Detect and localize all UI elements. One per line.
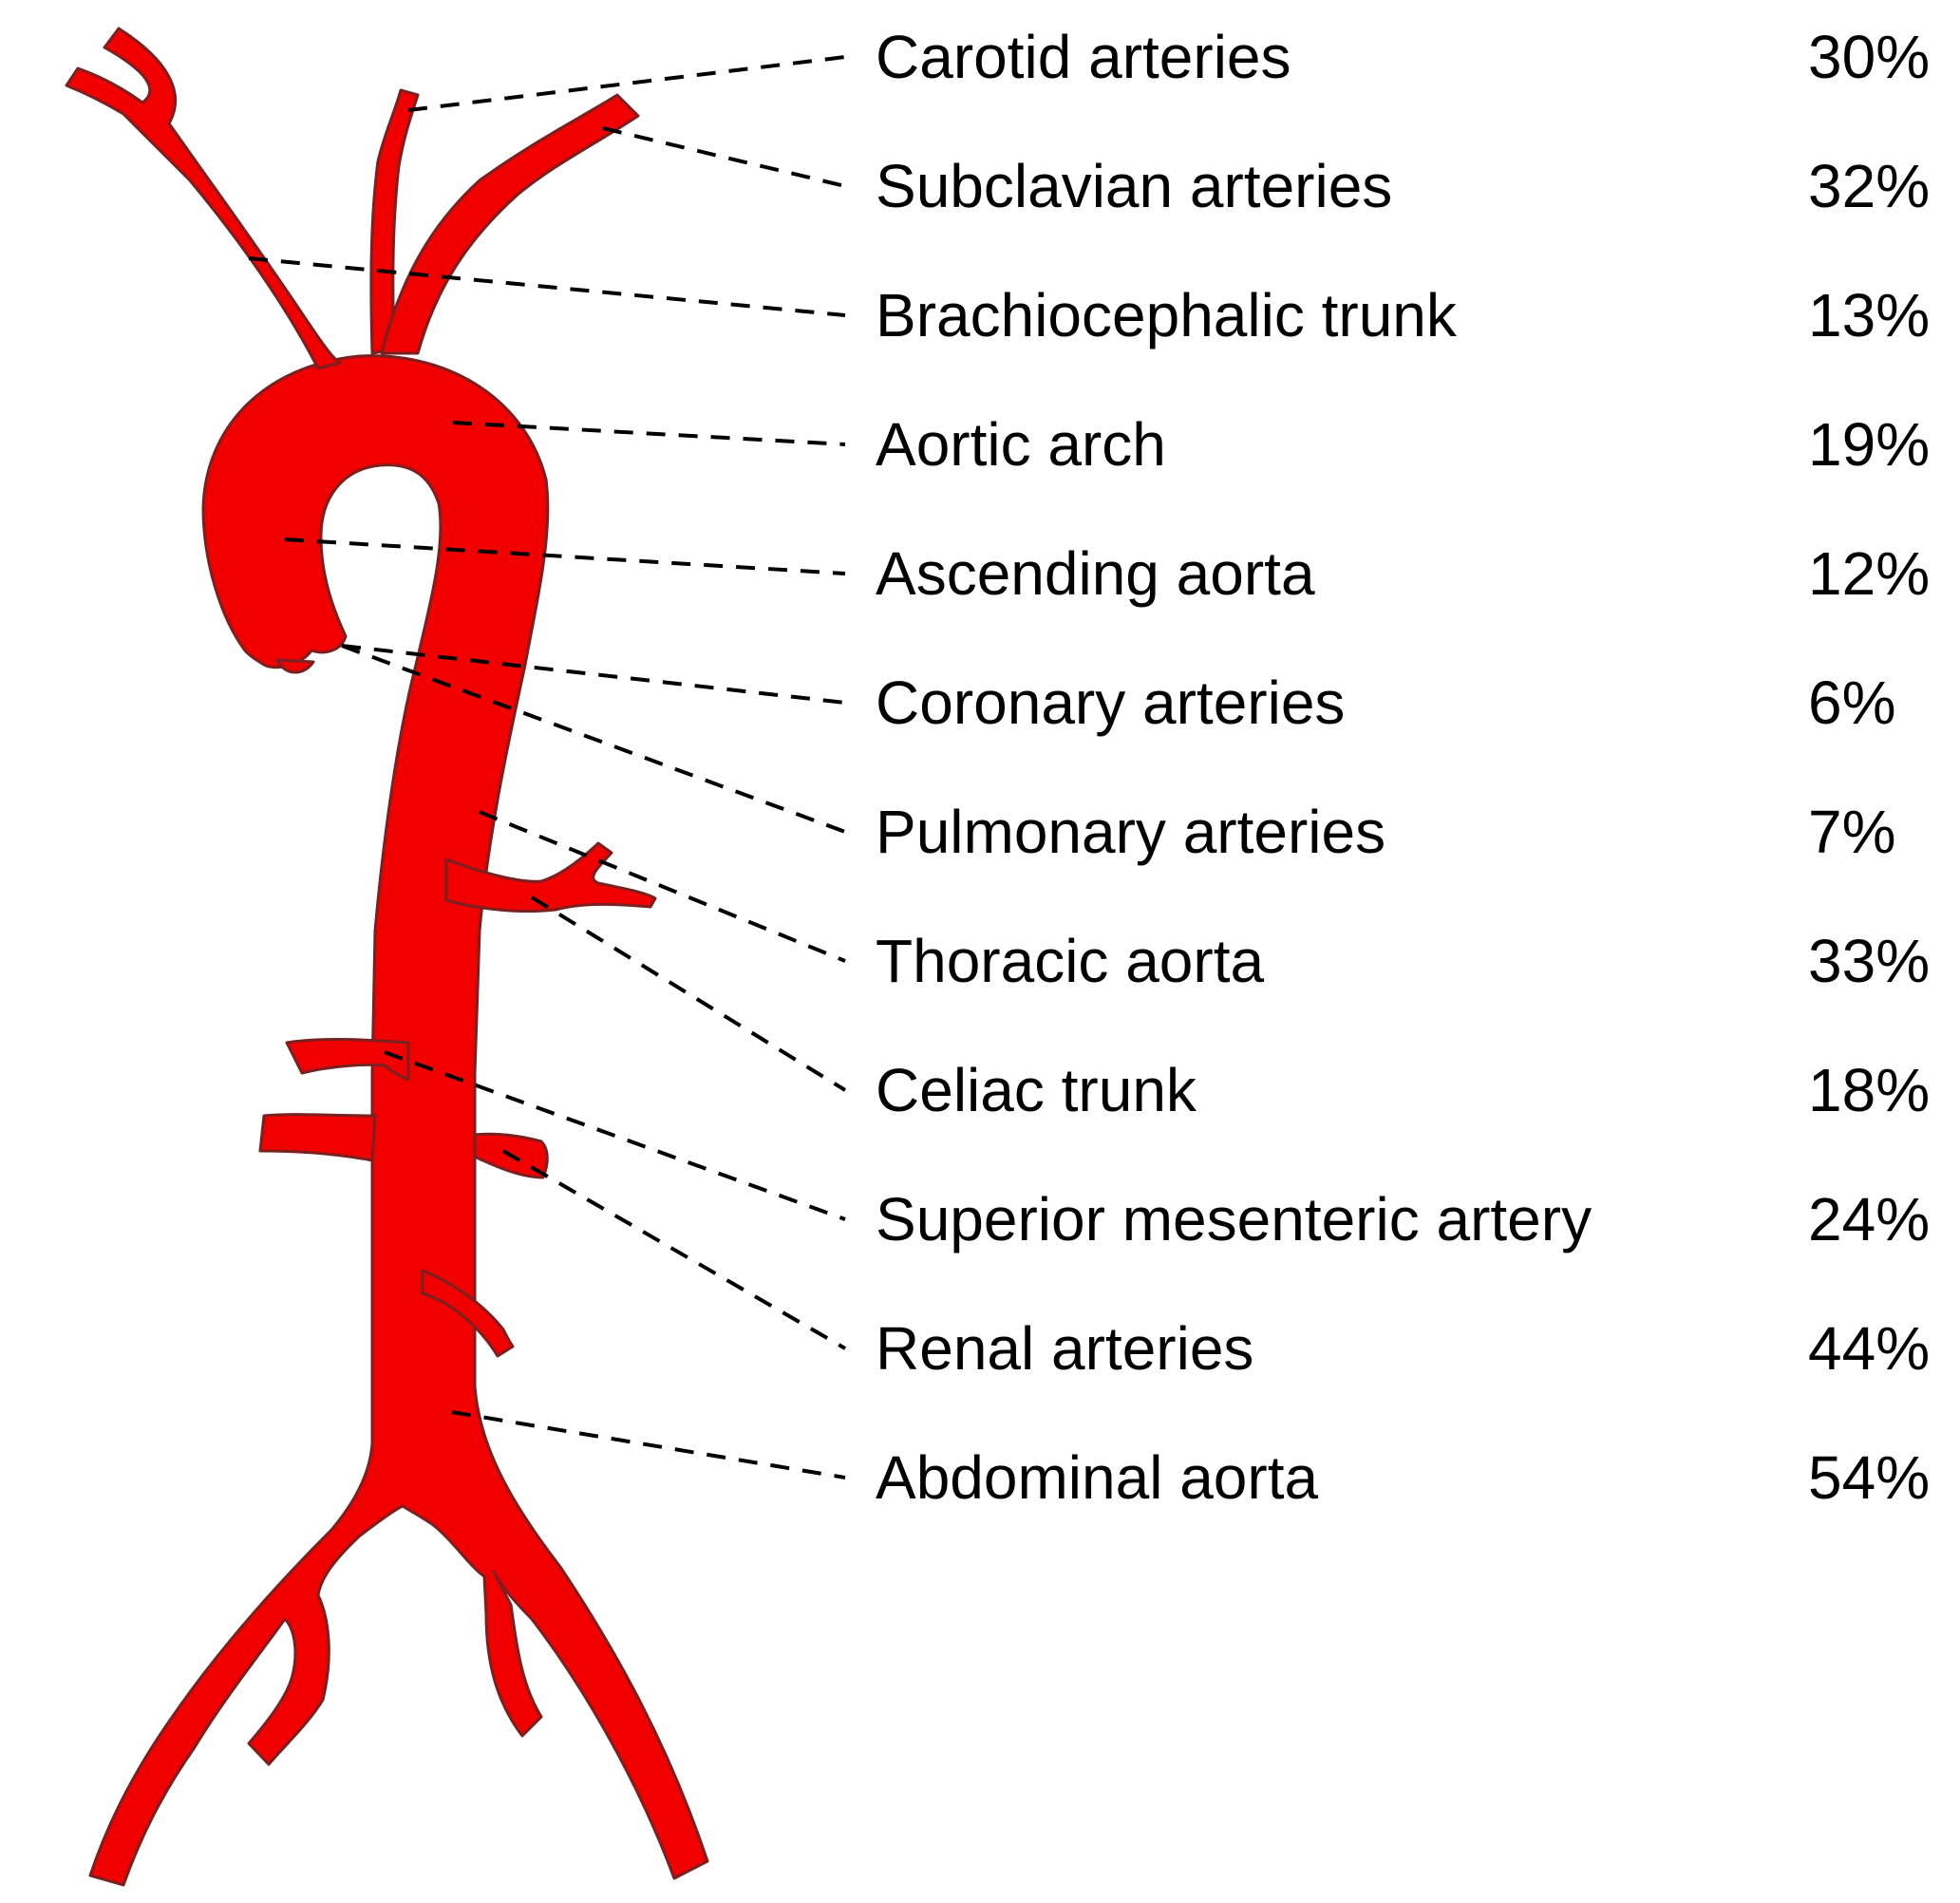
leader-line bbox=[384, 1050, 846, 1221]
region-percent: 33% bbox=[1808, 927, 1931, 995]
region-percent: 19% bbox=[1808, 410, 1931, 479]
region-percent: 54% bbox=[1808, 1443, 1931, 1512]
region-percent: 24% bbox=[1808, 1185, 1931, 1253]
region-name: Brachiocephalic trunk bbox=[876, 281, 1457, 349]
region-row: Pulmonary arteries 7% bbox=[0, 775, 1960, 889]
leader-line bbox=[451, 1410, 846, 1479]
region-row: Abdominal aorta 54% bbox=[0, 1421, 1960, 1535]
leader-line bbox=[479, 810, 846, 963]
region-percent: 6% bbox=[1808, 669, 1896, 737]
region-name: Celiac trunk bbox=[876, 1056, 1197, 1124]
region-percent: 7% bbox=[1808, 798, 1896, 866]
region-name: Renal arteries bbox=[876, 1314, 1254, 1383]
leader-line bbox=[602, 126, 846, 188]
region-row: Ascending aorta 12% bbox=[0, 517, 1960, 631]
region-row: Superior mesenteric artery 24% bbox=[0, 1162, 1960, 1276]
celiac-trunk-vessel bbox=[285, 1038, 410, 1082]
leader-line bbox=[284, 537, 846, 575]
leader-line bbox=[248, 256, 846, 317]
region-row: Renal arteries 44% bbox=[0, 1291, 1960, 1405]
leader-line bbox=[407, 55, 846, 112]
left-carotid-vessel bbox=[369, 88, 420, 355]
leader-line bbox=[341, 644, 846, 834]
region-percent: 44% bbox=[1808, 1314, 1931, 1383]
leader-line bbox=[530, 895, 847, 1092]
region-percent: 12% bbox=[1808, 539, 1931, 608]
region-row: Aortic arch 19% bbox=[0, 387, 1960, 501]
region-name: Coronary arteries bbox=[876, 669, 1346, 737]
left-subclavian-vessel bbox=[380, 93, 640, 355]
region-row: Coronary arteries 6% bbox=[0, 646, 1960, 760]
renal-left-vessel bbox=[258, 1113, 377, 1162]
region-percent: 32% bbox=[1808, 152, 1931, 220]
region-name: Abdominal aorta bbox=[876, 1443, 1319, 1512]
leader-line bbox=[341, 644, 846, 705]
inferior-mesenteric-vessel bbox=[421, 1269, 515, 1358]
leader-line bbox=[452, 421, 846, 446]
region-row: Carotid arteries 30% bbox=[0, 0, 1960, 114]
region-name: Thoracic aorta bbox=[876, 927, 1265, 995]
region-name: Subclavian arteries bbox=[876, 152, 1393, 220]
region-percent: 30% bbox=[1808, 23, 1931, 91]
aorta-body bbox=[88, 354, 709, 1887]
brachiocephalic-trunk-vessel bbox=[65, 27, 342, 370]
region-name: Ascending aorta bbox=[876, 539, 1315, 608]
region-row: Brachiocephalic trunk 13% bbox=[0, 258, 1960, 372]
region-percent: 18% bbox=[1808, 1056, 1931, 1124]
region-name: Carotid arteries bbox=[876, 23, 1291, 91]
region-name: Aortic arch bbox=[876, 410, 1166, 479]
region-name: Pulmonary arteries bbox=[876, 798, 1386, 866]
region-percent: 13% bbox=[1808, 281, 1931, 349]
leader-lines bbox=[248, 55, 847, 1479]
region-row: Celiac trunk 18% bbox=[0, 1033, 1960, 1147]
leader-line bbox=[501, 1149, 847, 1350]
coronary-root-vessel bbox=[275, 658, 315, 674]
region-name: Superior mesenteric artery bbox=[876, 1185, 1592, 1253]
region-row: Thoracic aorta 33% bbox=[0, 904, 1960, 1018]
region-row: Subclavian arteries 32% bbox=[0, 129, 1960, 243]
